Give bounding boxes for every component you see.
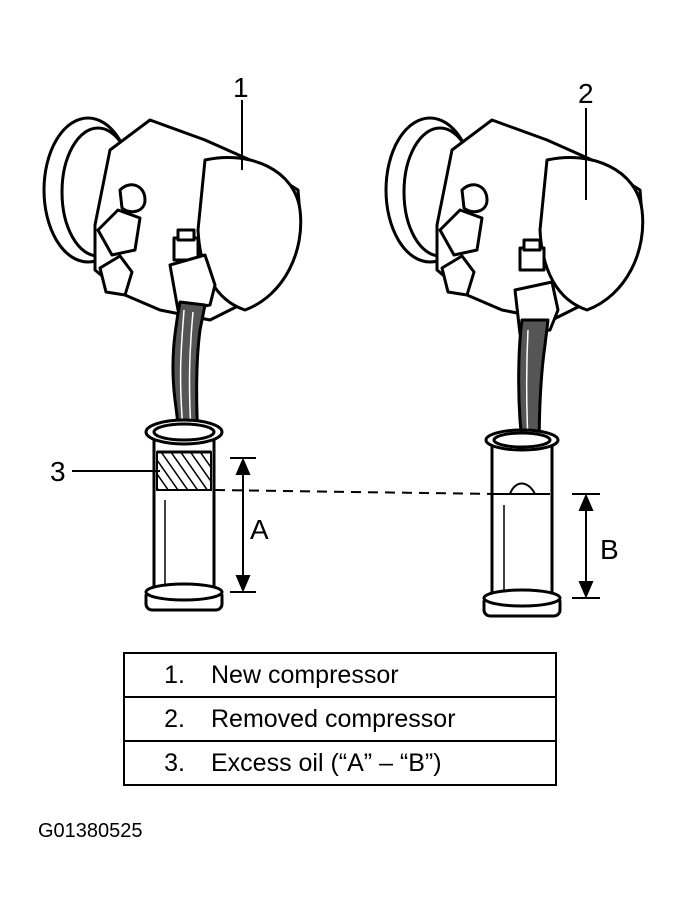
reference-level-line xyxy=(214,489,495,495)
dimension-a xyxy=(230,457,256,593)
legend-number: 1. xyxy=(164,660,185,689)
legend-text: New compressor xyxy=(211,660,399,689)
figure-code: G01380525 xyxy=(38,820,143,842)
new-compressor-oil-container xyxy=(144,418,224,612)
legend-number: 3. xyxy=(164,748,185,777)
callout-1-label: 1 xyxy=(233,72,249,103)
oil-comparison-diagram xyxy=(42,100,645,618)
callout-3-label: 3 xyxy=(50,456,66,487)
removed-compressor-oil-container xyxy=(482,428,562,618)
dimension-a-label: A xyxy=(250,514,269,545)
dimension-b xyxy=(572,493,600,599)
legend-row: 2. Removed compressor xyxy=(123,696,557,742)
legend-text: Excess oil (“A” – “B”) xyxy=(211,748,442,777)
legend-text: Removed compressor xyxy=(211,704,456,733)
legend-table: 1. New compressor 2. Removed compressor 3.… xyxy=(123,652,557,786)
callout-2-label: 2 xyxy=(578,78,594,109)
legend-row: 1. New compressor xyxy=(123,652,557,698)
new-compressor-illustration xyxy=(42,116,303,442)
removed-compressor-illustration xyxy=(384,116,645,472)
legend-row: 3. Excess oil (“A” – “B”) xyxy=(123,740,557,786)
legend-number: 2. xyxy=(164,704,185,733)
dimension-b-label: B xyxy=(600,534,619,565)
